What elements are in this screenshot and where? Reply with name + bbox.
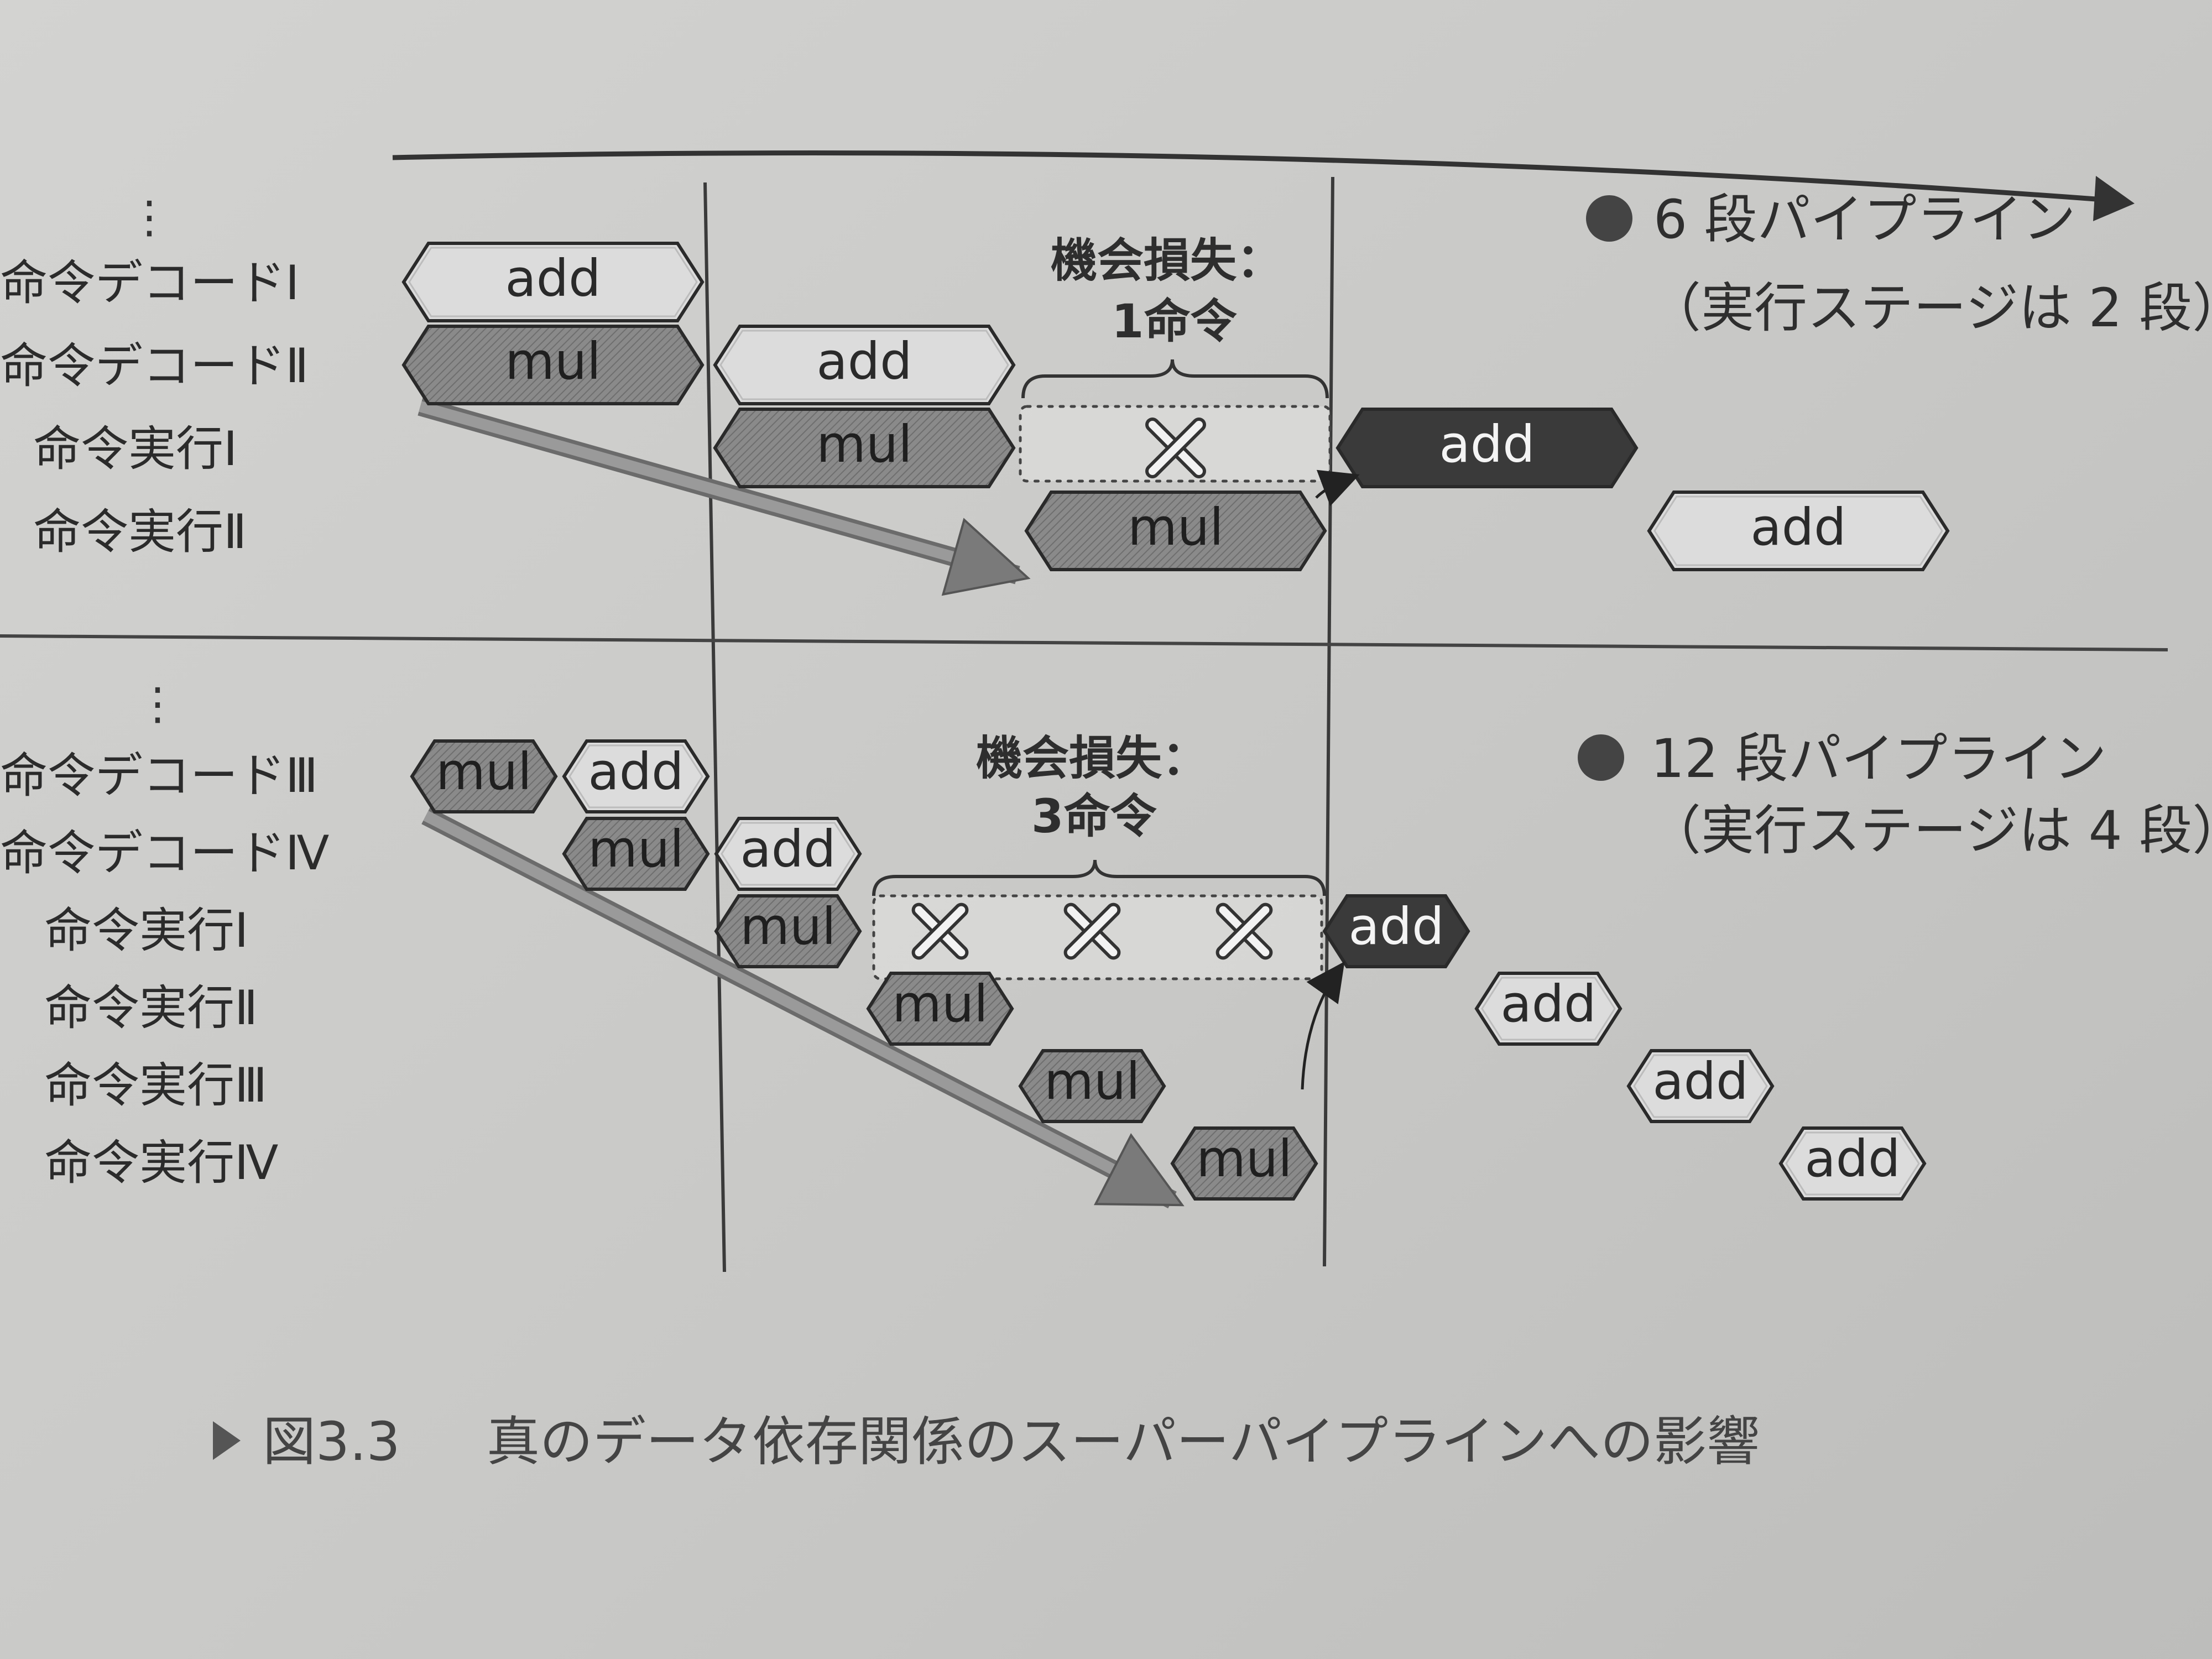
triangle-right-icon xyxy=(213,1421,241,1460)
legend-title: 12 段パイプライン xyxy=(1651,728,2107,790)
stage-label: 命令デコードⅣ xyxy=(0,826,329,881)
stage-label: 命令デコードⅠ xyxy=(0,255,299,311)
x-mark-icon xyxy=(1145,418,1206,478)
top-stage-labels: 命令デコードⅠ 命令デコードⅡ 命令実行Ⅰ 命令実行Ⅱ xyxy=(0,255,309,560)
op-label: mul xyxy=(505,332,601,391)
op-label: add xyxy=(740,820,836,879)
figure-number: 図3.3 xyxy=(263,1411,400,1473)
dependency-arrowhead xyxy=(941,518,1031,596)
stage-label: 命令実行Ⅰ xyxy=(33,421,237,477)
op-add: add xyxy=(562,739,710,813)
circle-bullet-icon xyxy=(1586,195,1632,242)
op-mul: mul xyxy=(713,408,1016,488)
op-label: add xyxy=(1652,1052,1748,1111)
dependency-arrow-inner xyxy=(419,401,1019,581)
loss-brace xyxy=(872,859,1326,896)
op-add: add xyxy=(1626,1049,1775,1123)
op-label: add xyxy=(1750,498,1846,557)
op-add: add xyxy=(1335,408,1639,488)
section-divider xyxy=(0,634,2168,651)
op-label: mul xyxy=(892,974,988,1034)
op-add: add xyxy=(1322,894,1470,968)
time-axis xyxy=(392,150,2096,202)
op-label: add xyxy=(1348,897,1444,956)
bottom-stage-labels: 命令デコードⅢ 命令デコードⅣ 命令実行Ⅰ 命令実行Ⅱ 命令実行Ⅲ 命令実行Ⅳ xyxy=(0,748,329,1191)
stage-label: 命令実行Ⅲ xyxy=(44,1058,267,1113)
cycle-boundary-line xyxy=(703,182,726,1272)
op-label: mul xyxy=(816,415,912,474)
legend-subtitle: （実行ステージは 4 段） xyxy=(1648,800,2212,862)
op-label: add xyxy=(1500,974,1596,1034)
legend-title: 6 段パイプライン xyxy=(1653,189,2076,251)
op-label: add xyxy=(505,249,601,308)
forwarding-arrow xyxy=(1315,469,1360,507)
stage-ellipsis: ⋮ xyxy=(127,191,171,243)
op-label: add xyxy=(1804,1129,1900,1188)
x-mark-icon xyxy=(911,902,969,960)
forwarding-arrow xyxy=(1301,961,1345,1090)
op-mul: mul xyxy=(401,325,705,405)
opportunity-loss-label: 機会損失： xyxy=(976,731,1208,785)
opportunity-loss-count: 3命令 xyxy=(1031,789,1157,843)
op-label: mul xyxy=(436,742,532,801)
op-mul: mul xyxy=(410,739,558,813)
op-add: add xyxy=(1647,491,1950,571)
stage-label: 命令実行Ⅰ xyxy=(44,903,248,958)
legend-subtitle: （実行ステージは 2 段） xyxy=(1648,277,2212,339)
op-label: add xyxy=(816,332,912,391)
op-label: mul xyxy=(1196,1129,1292,1188)
op-add: add xyxy=(714,817,862,891)
dependency-arrowhead xyxy=(1094,1133,1185,1207)
op-add: add xyxy=(713,325,1016,405)
top-section-6-stage: add mul add mul mul add add xyxy=(401,242,1950,596)
op-add: add xyxy=(401,242,705,322)
x-mark-icon xyxy=(1215,902,1273,960)
stage-label: 命令実行Ⅳ xyxy=(44,1135,278,1191)
dependency-arrow-inner xyxy=(423,811,1175,1205)
op-label: mul xyxy=(740,897,836,956)
time-axis-arrowhead xyxy=(2093,176,2135,221)
loss-brace xyxy=(1021,359,1329,399)
stage-label: 命令デコードⅢ xyxy=(0,748,318,804)
op-mul: mul xyxy=(1024,491,1327,571)
circle-bullet-icon xyxy=(1578,734,1624,781)
opportunity-loss-count: 1命令 xyxy=(1112,294,1237,348)
op-mul: mul xyxy=(1170,1126,1318,1201)
stage-label: 命令実行Ⅱ xyxy=(33,504,247,560)
figure-caption: 真のデータ依存関係のスーパーパイプラインへの影響 xyxy=(487,1411,1760,1473)
stage-label: 命令実行Ⅱ xyxy=(44,980,258,1036)
op-label: add xyxy=(1439,415,1535,474)
op-label: add xyxy=(588,742,684,801)
op-mul: mul xyxy=(866,972,1014,1046)
op-label: mul xyxy=(1044,1052,1140,1111)
op-add: add xyxy=(1474,972,1623,1046)
op-label: mul xyxy=(588,820,684,879)
op-add: add xyxy=(1778,1126,1927,1201)
op-label: mul xyxy=(1128,498,1224,557)
opportunity-loss-label: 機会損失： xyxy=(1051,233,1283,288)
stage-ellipsis: ⋮ xyxy=(135,678,180,729)
op-mul: mul xyxy=(714,894,862,968)
stage-label: 命令デコードⅡ xyxy=(0,338,309,394)
op-mul: mul xyxy=(1018,1049,1166,1123)
cycle-boundary-line xyxy=(1323,176,1334,1267)
x-mark-icon xyxy=(1063,902,1121,960)
op-mul: mul xyxy=(562,817,710,891)
